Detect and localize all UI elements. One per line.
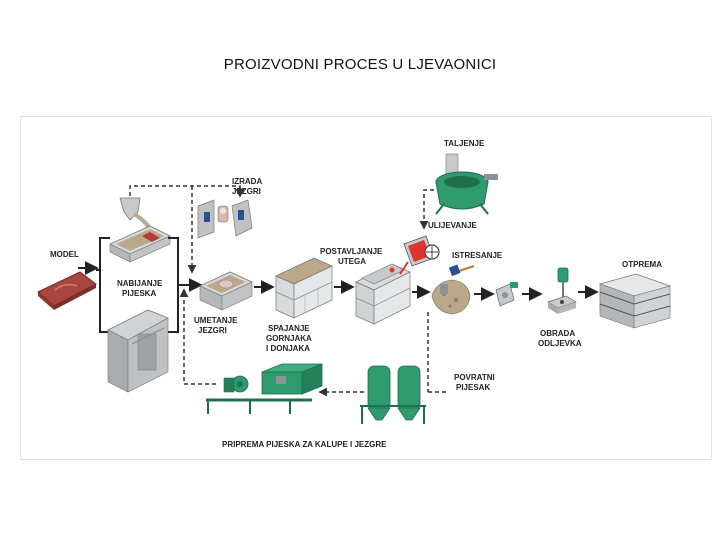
label-postavljanje-1: POSTAVLJANJE [320,247,383,256]
label-istresanje: ISTRESANJE [452,251,503,260]
label-umetanje-2: JEZGRI [198,326,227,335]
shakeout-sand-lump [431,279,471,315]
raw-casting [495,282,518,307]
bracket-left [99,237,110,333]
label-nabijanje-2: PIJESKA [122,289,156,298]
label-spajanje-3: I DONJAKA [266,344,310,353]
sand-silos [360,365,426,424]
core-insertion-flask [199,271,253,311]
dashed-core-return [129,185,245,198]
melting-furnace [435,153,498,215]
label-izrada-2: JEZGRI [232,187,261,196]
label-taljenje: TALJENJE [444,139,485,148]
label-obrada-2: ODLJEVKA [538,339,582,348]
dashed-prep-to-moulding [179,288,216,385]
label-postavljanje-2: UTEGA [338,257,366,266]
page-title: PROIZVODNI PROCES U LJEVAONICI [223,56,497,73]
dispatch-stack [598,273,672,329]
sand-ramming-machine [109,197,171,263]
moulding-press [107,309,169,393]
label-otprema: OTPREMA [622,260,662,269]
label-priprema: PRIPREMA PIJESKA ZA KALUPE I JEZGRE [222,440,387,449]
finishing-machine [547,267,577,314]
label-umetanje-1: UMETANJE [194,316,238,325]
label-model: MODEL [50,250,79,259]
weighted-mould [355,263,411,325]
label-ulijevanje: ULIJEVANJE [428,221,477,230]
label-povratni-1: POVRATNI [454,373,495,382]
dashed-melt-to-pour [419,189,434,230]
closed-mould [275,257,333,319]
model-plate [37,271,97,310]
label-obrada-1: OBRADA [540,329,575,338]
core-box [197,199,253,239]
bracket-right [168,237,179,333]
label-nabijanje-1: NABIJANJE [117,279,163,288]
label-spajanje-1: SPAJANJE [268,324,310,333]
shakeout-hammer [448,264,475,277]
label-povratni-2: PIJESAK [456,383,490,392]
pouring-ladle [399,235,440,275]
sand-preparation-plant [206,363,323,414]
label-izrada-1: IZRADA [232,177,262,186]
label-spajanje-2: GORNJAKA [266,334,312,343]
